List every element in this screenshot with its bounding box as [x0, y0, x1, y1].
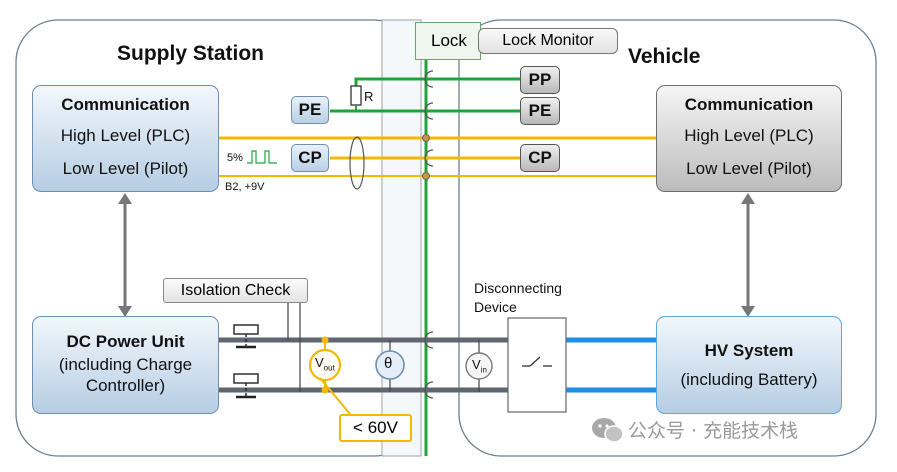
- pilot-state-label: B2, +9V: [225, 181, 265, 193]
- supply-station-title: Supply Station: [117, 42, 264, 65]
- coupler-region: [381, 19, 422, 457]
- resistor-label: R: [364, 89, 374, 104]
- supply-pe-pin: PE: [291, 96, 329, 124]
- pwm-pulse-icon: [247, 150, 277, 164]
- vehicle-pe-pin: PE: [520, 97, 560, 125]
- vehicle-communication-title: Communication: [684, 95, 814, 114]
- dc-power-unit-title: DC Power Unit: [66, 332, 185, 351]
- vehicle-communication-box: Communication High Level (PLC) Low Level…: [656, 85, 842, 192]
- relay-icon: [233, 324, 259, 399]
- dc-power-unit-box: DC Power Unit (including Charge Controll…: [32, 316, 219, 414]
- pp-wire: [354, 77, 520, 90]
- vin-meter: [465, 352, 493, 380]
- supply-low-level-label: Low Level (Pilot): [62, 159, 189, 178]
- isolation-check-box: Isolation Check: [163, 278, 308, 303]
- cable-bundle-icon: [349, 136, 365, 190]
- vout-node: [321, 386, 329, 394]
- switch-icon: [522, 356, 552, 367]
- pwm-duty-label: 5%: [227, 152, 243, 164]
- wechat-icon: [592, 418, 624, 443]
- vout-node: [321, 336, 329, 344]
- supply-communication-box: Communication High Level (PLC) Low Level…: [32, 85, 219, 192]
- hv-system-subtitle: (including Battery): [680, 370, 818, 389]
- dc-plus-contact: [424, 331, 434, 349]
- pilot-node: [422, 172, 430, 180]
- resistor-icon: [350, 85, 362, 106]
- watermark: 公众号 · 充能技术栈: [628, 420, 799, 442]
- hv-system-title: HV System: [704, 341, 794, 360]
- vehicle-cp-pin: CP: [520, 144, 560, 172]
- vehicle-title: Vehicle: [628, 45, 701, 68]
- vehicle-low-level-label: Low Level (Pilot): [686, 159, 812, 178]
- arrow-icon: [741, 193, 755, 204]
- voltage-callout-line: [319, 377, 351, 415]
- pp-contact: [424, 70, 434, 88]
- disconnecting-device-box: [507, 317, 567, 413]
- supply-communication-title: Communication: [61, 95, 190, 114]
- vin-v: V: [472, 357, 481, 372]
- vehicle-pp-pin: PP: [520, 66, 560, 94]
- vehicle-high-level-label: High Level (PLC): [684, 126, 814, 145]
- dc-minus-contact: [424, 381, 434, 399]
- arrow-icon: [118, 193, 132, 204]
- pe-contact: [424, 102, 434, 120]
- vin-symbol: Vin: [472, 357, 487, 375]
- vout-meter: [308, 348, 342, 382]
- vout-v: V: [315, 355, 324, 370]
- plc-node: [422, 134, 430, 142]
- supply-high-level-label: High Level (PLC): [60, 126, 191, 145]
- theta-meter: [375, 350, 405, 380]
- arrow-icon: [118, 306, 132, 317]
- vehicle-panel: [458, 19, 877, 457]
- arrow-icon: [741, 306, 755, 317]
- vin-subscript: in: [480, 365, 487, 375]
- lock-label: Lock: [415, 22, 481, 60]
- lock-monitor-label: Lock Monitor: [478, 28, 618, 54]
- disconnecting-device-line2: Device: [474, 299, 517, 315]
- supply-cp-pin: CP: [291, 144, 329, 172]
- theta-symbol: θ: [384, 355, 393, 372]
- dc-power-unit-line1: (including Charge: [58, 355, 193, 374]
- voltage-limit-callout: < 60V: [339, 414, 412, 442]
- hv-system-box: HV System (including Battery): [656, 316, 842, 414]
- cp-contact: [424, 149, 434, 167]
- dc-power-unit-line2: Controller): [85, 376, 166, 395]
- vout-subscript: out: [323, 363, 335, 373]
- vout-symbol: Vout: [315, 355, 335, 373]
- disconnecting-device-line1: Disconnecting: [474, 280, 562, 296]
